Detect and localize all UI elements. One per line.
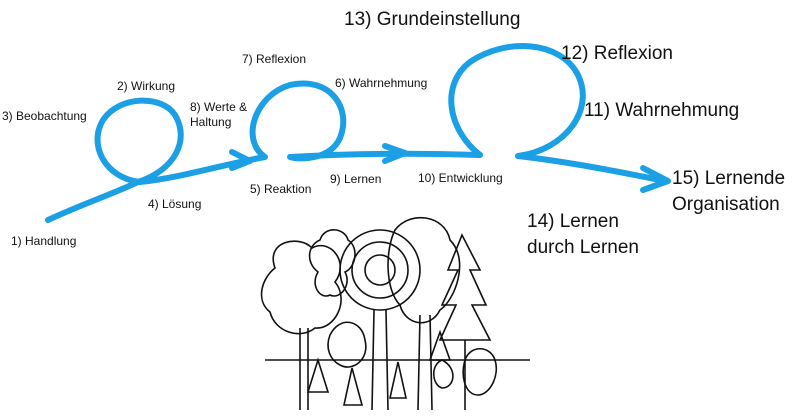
- forest-sketch: [260, 216, 530, 411]
- label-werte-line1: 8) Werte &: [190, 100, 248, 114]
- label-wirkung: 2) Wirkung: [117, 79, 176, 93]
- label-beobachtung: 3) Beobachtung: [2, 109, 87, 123]
- label-lernen-durch-line2: durch Lernen: [527, 237, 639, 258]
- label-grundeinstellung: 13) Grundeinstellung: [344, 9, 521, 30]
- learning-path: [45, 43, 663, 223]
- label-lernen: 9) Lernen: [330, 172, 382, 186]
- label-loesung: 4) Lösung: [148, 197, 202, 211]
- arrow-head-1: [229, 149, 253, 171]
- arrow-head-3: [640, 165, 671, 193]
- arrow-head-2: [382, 143, 408, 164]
- label-lernen-durch-line1: 14) Lernen: [527, 211, 619, 232]
- label-wahrnehmung-small: 6) Wahrnehmung: [335, 76, 428, 90]
- label-reflexion-big: 12) Reflexion: [561, 43, 673, 64]
- label-wahrnehmung-big: 11) Wahrnehmung: [584, 100, 740, 121]
- label-reflexion-small: 7) Reflexion: [242, 52, 307, 66]
- label-organisation-line1: 15) Lernende: [672, 168, 786, 189]
- label-entwicklung: 10) Entwicklung: [418, 171, 503, 185]
- label-organisation-line2: Organisation: [672, 194, 780, 215]
- label-reaktion: 5) Reaktion: [250, 182, 312, 196]
- label-handlung: 1) Handlung: [11, 234, 77, 248]
- label-werte-line2: Haltung: [190, 115, 232, 129]
